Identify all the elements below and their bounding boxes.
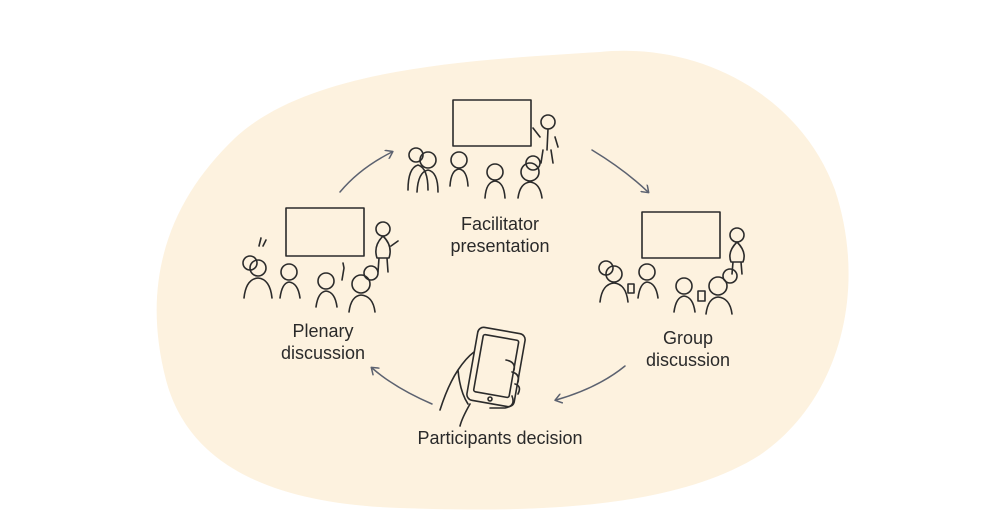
presenter-with-audience-icon — [407, 99, 559, 199]
plenary-discussion-label: Plenary discussion — [263, 320, 383, 364]
plenary-label-line2: discussion — [280, 343, 366, 363]
audience-raising-hands-icon — [242, 207, 399, 313]
participants-decision-label: Participants decision — [380, 427, 620, 449]
arrow-facilitator-to-group — [591, 149, 648, 192]
group-label-line2: discussion — [645, 350, 731, 370]
background-blob — [156, 50, 849, 510]
group-discussion-label: Group discussion — [628, 327, 748, 371]
arrow-plenary-to-facilitator — [339, 152, 392, 193]
plenary-label-line1: Plenary — [292, 321, 354, 341]
facilitator-presentation-label: Facilitator presentation — [430, 213, 570, 257]
decision-label-line1: Participants decision — [417, 428, 583, 448]
group-label-line1: Group — [662, 328, 714, 348]
hand-holding-phone-icon — [439, 326, 526, 427]
facilitator-label-line2: presentation — [450, 236, 550, 256]
arrow-group-to-decision — [556, 365, 626, 400]
arrow-decision-to-plenary — [372, 368, 433, 405]
facilitator-label-line1: Facilitator — [460, 214, 540, 234]
group-with-phones-icon — [598, 211, 745, 315]
